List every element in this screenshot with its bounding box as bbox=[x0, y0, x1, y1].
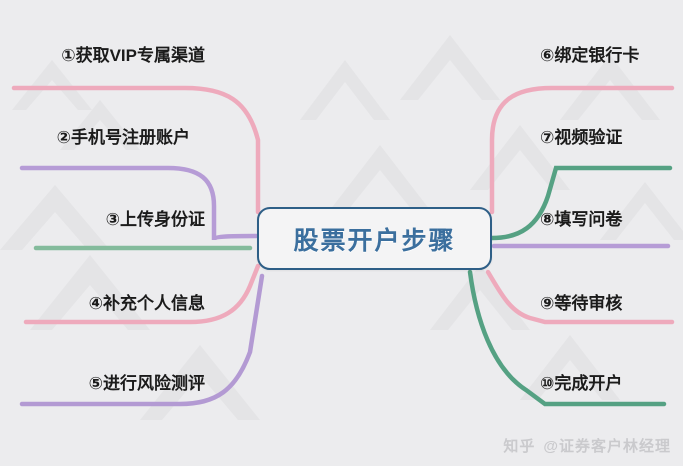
watermark: 知乎 @证券客户林经理 bbox=[503, 435, 671, 456]
branch-label-6[interactable]: ⑥绑定银行卡 bbox=[540, 46, 640, 65]
connector-7 bbox=[489, 165, 673, 241]
connector-5 bbox=[19, 273, 265, 407]
connector-9 bbox=[485, 269, 675, 325]
branch-label-4[interactable]: ④补充个人信息 bbox=[88, 294, 205, 313]
branch-label-7[interactable]: ⑦视频验证 bbox=[540, 128, 623, 147]
branch-label-8[interactable]: ⑧填写问卷 bbox=[540, 210, 623, 229]
connector-2 bbox=[19, 165, 259, 242]
branch-label-9[interactable]: ⑨等待审核 bbox=[540, 294, 623, 313]
watermark-handle: @证券客户林经理 bbox=[543, 438, 671, 455]
branch-label-10[interactable]: ⑩完成开户 bbox=[540, 374, 623, 393]
connector-4 bbox=[23, 263, 261, 325]
branch-label-2[interactable]: ②手机号注册账户 bbox=[56, 128, 190, 147]
branch-label-3[interactable]: ③上传身份证 bbox=[105, 210, 205, 229]
connector-10 bbox=[467, 269, 667, 407]
connector-6 bbox=[489, 85, 675, 215]
watermark-brand: 知乎 bbox=[503, 438, 536, 455]
connector-1 bbox=[11, 85, 261, 215]
branch-label-5[interactable]: ⑤进行风险测评 bbox=[88, 374, 205, 393]
center-node[interactable]: 股票开户步骤 bbox=[257, 207, 492, 270]
center-node-title: 股票开户步骤 bbox=[293, 226, 456, 255]
branch-label-1[interactable]: ①获取VIP专属渠道 bbox=[61, 46, 205, 65]
